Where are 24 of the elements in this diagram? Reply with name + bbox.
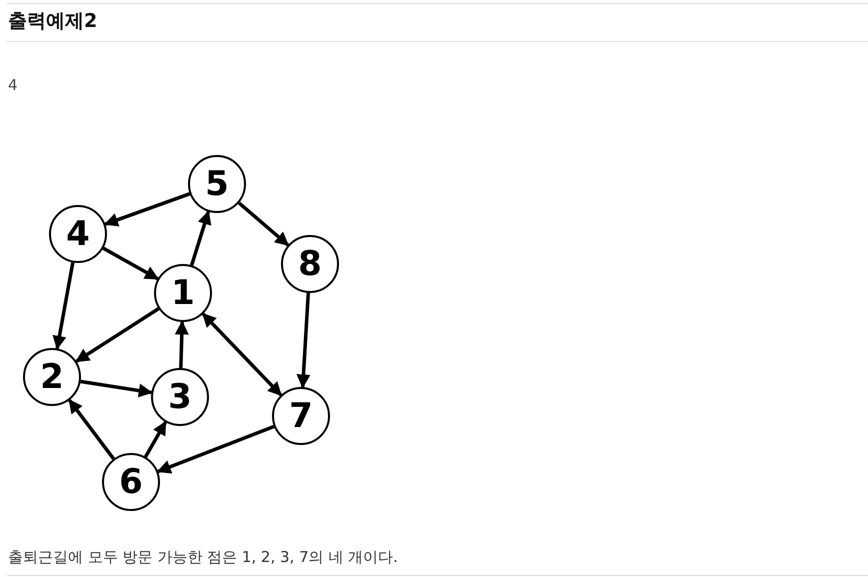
arrow — [238, 202, 290, 246]
heading: 출력예제2 — [8, 9, 98, 34]
vertex-circle: 3 — [151, 368, 209, 426]
vertex-circle: 2 — [23, 348, 81, 406]
vertex-circle: 1 — [154, 264, 212, 322]
arrow — [68, 399, 115, 460]
arrow — [104, 192, 190, 226]
arrow — [190, 210, 212, 266]
arrow — [174, 320, 189, 368]
vertex-circle: 5 — [188, 155, 246, 213]
vertex-circle: 4 — [49, 205, 107, 263]
caption: 출퇴근길에 모두 방문 가능한 점은 1, 2, 3, 7의 네 개이다. — [8, 548, 398, 567]
vertex-circle: 8 — [281, 235, 339, 293]
arrow — [75, 307, 160, 363]
output-text: 4 — [8, 76, 18, 94]
arrow — [156, 424, 275, 474]
arrow — [144, 420, 168, 458]
arrow — [80, 380, 153, 398]
arrow — [296, 292, 310, 388]
arrow — [52, 262, 75, 350]
vertex-circle: 6 — [102, 453, 160, 511]
vertex-circle: 7 — [272, 387, 330, 445]
arrow — [202, 312, 282, 396]
arrow — [102, 246, 159, 280]
